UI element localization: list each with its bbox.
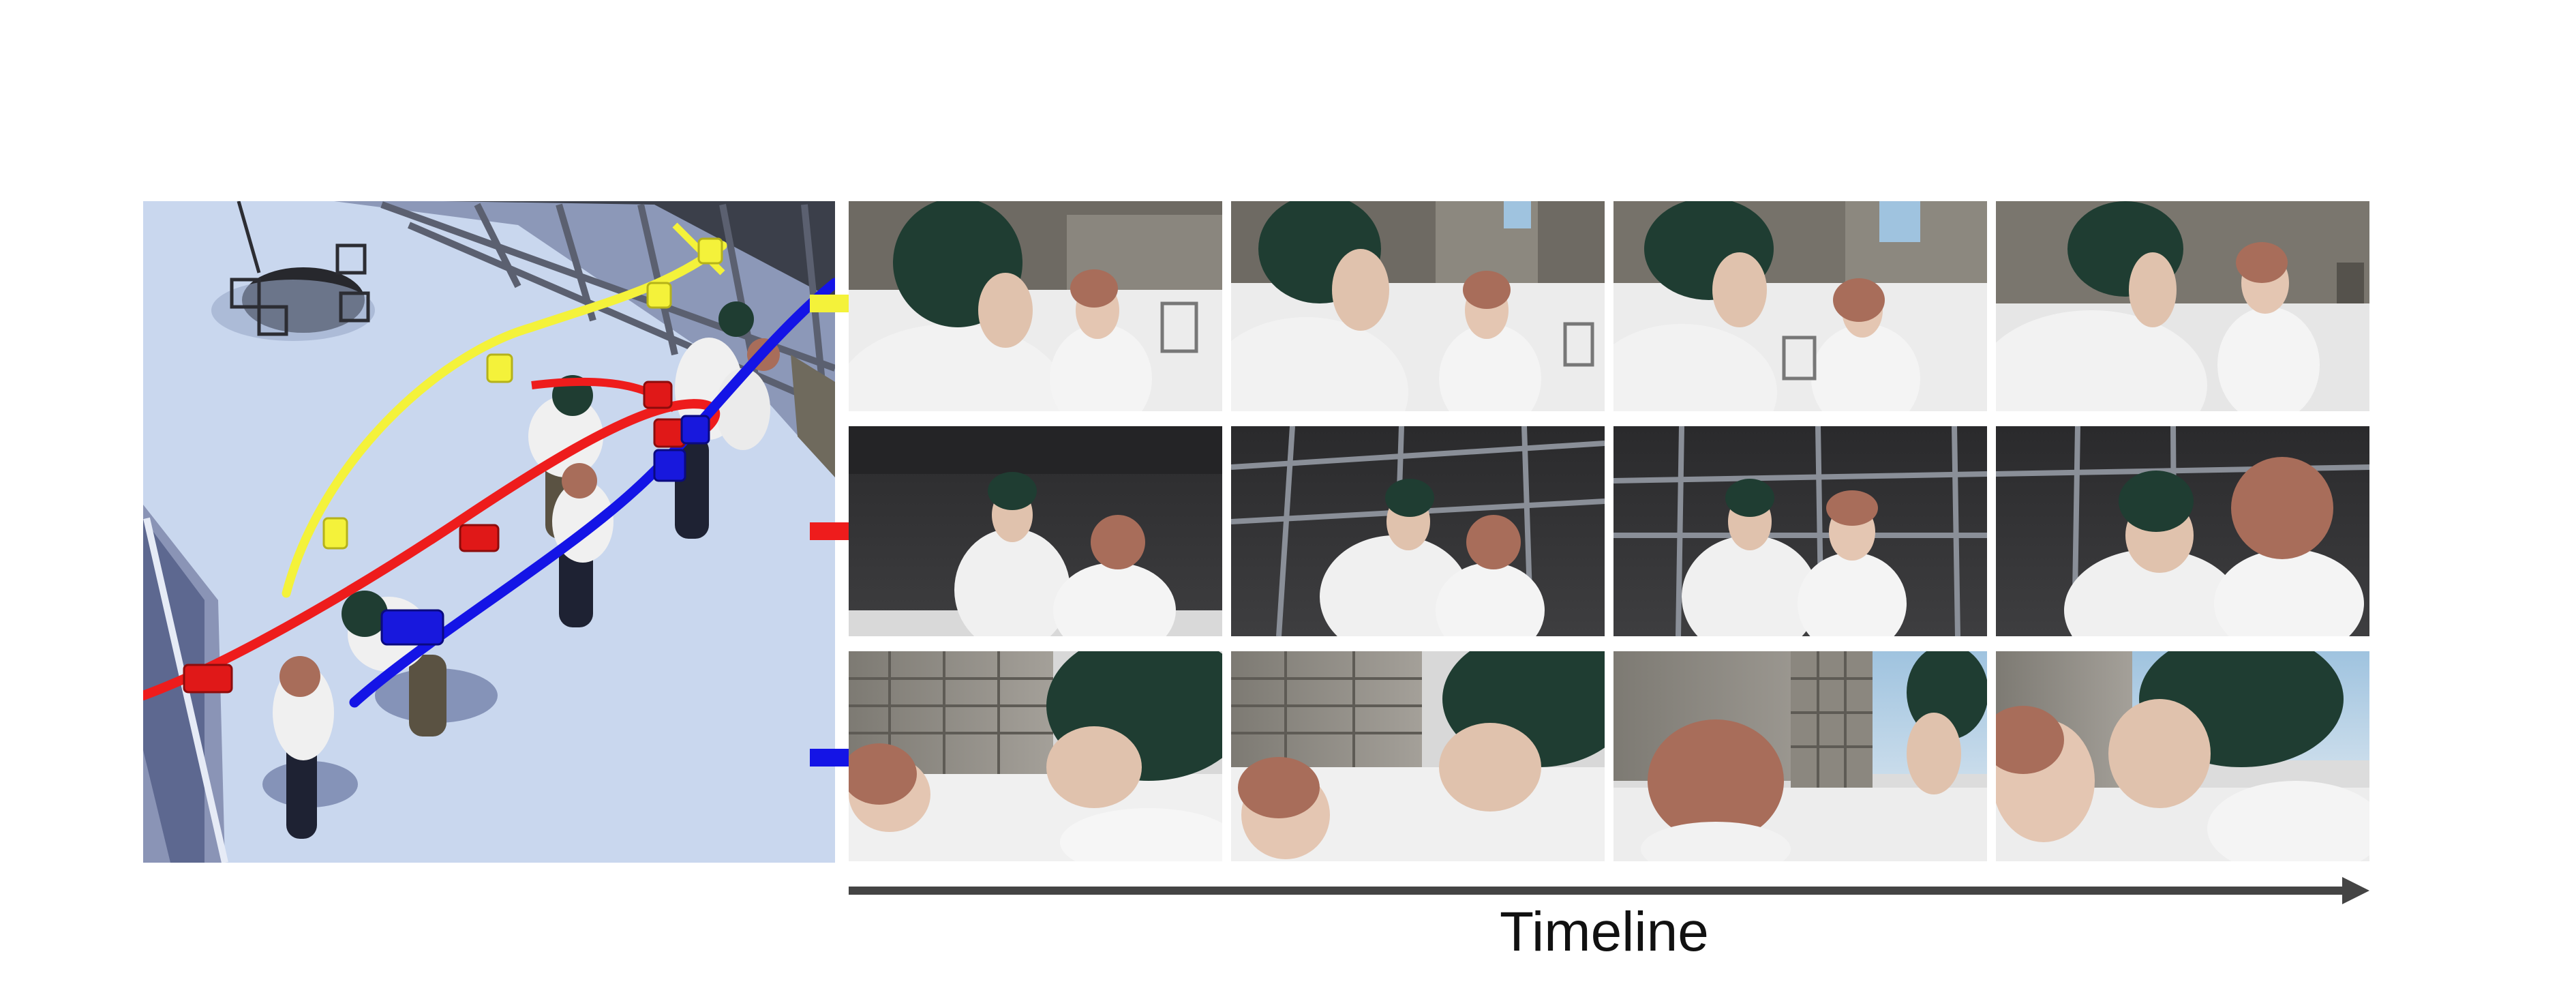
red-frame-3 [1613,426,1987,636]
blue-row-frames [849,651,2369,861]
yellow-row-frames [849,201,2369,411]
frame-grid-separators [849,201,2369,861]
blue-frame-2 [1231,651,1605,861]
red-frame-4 [1996,426,2369,636]
red-frame-2 [1231,426,1605,636]
yellow-camera-trajectory [282,241,727,598]
yellow-frame-1 [849,201,1222,411]
yellow-frame-4 [1996,201,2369,411]
character-woman-bottom [262,656,358,839]
red-camera-icons [183,381,686,694]
blue-frame-4 [1996,651,2369,861]
overhead-scene-view [143,201,835,863]
blue-camera-icons [380,415,710,646]
red-camera-trajectory [143,399,721,700]
blue-frame-1 [849,651,1222,861]
yellow-frame-3 [1613,201,1987,411]
red-row-frames [849,426,2369,636]
blue-frame-3 [1613,651,1987,861]
timeline-label: Timeline [1500,901,1709,963]
red-frame-1 [849,426,1222,636]
yellow-camera-icons [322,237,723,550]
timeline-arrow [849,877,2369,904]
yellow-frame-2 [1231,201,1605,411]
